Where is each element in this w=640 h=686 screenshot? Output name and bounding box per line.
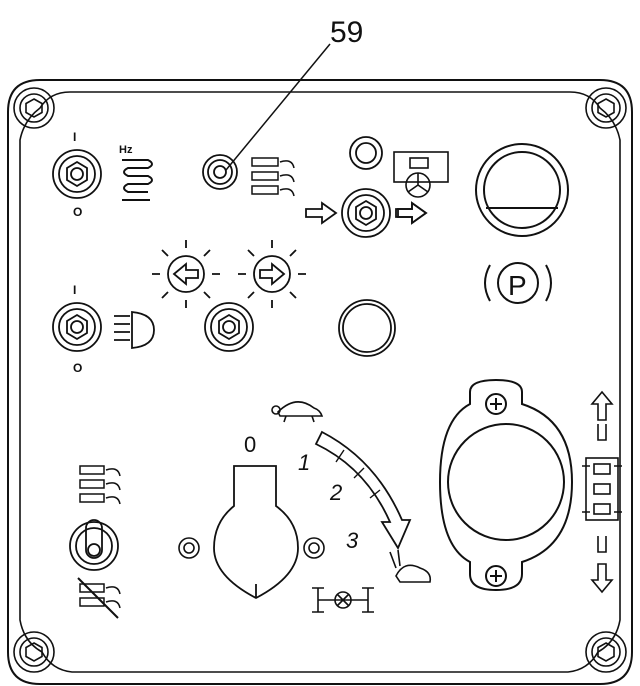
corner-screw-top-right	[585, 87, 627, 129]
speed-position-0: 0	[244, 432, 256, 457]
speed-range-divisions	[335, 449, 381, 499]
steering-selector-switch[interactable]	[341, 188, 391, 238]
parking-brake-lamp	[475, 143, 569, 237]
vibration-toggle-switch[interactable]	[52, 149, 102, 199]
sprinkler-on-icon	[79, 465, 121, 505]
lights-off-label: O	[73, 361, 82, 375]
hazard-switch[interactable]	[204, 302, 254, 352]
speed-position-1: 1	[298, 450, 310, 475]
corner-screw-bottom-right	[585, 631, 627, 673]
speed-position-3: 3	[346, 528, 359, 553]
switch-on-label: I	[73, 130, 76, 144]
socket-housing	[438, 378, 574, 592]
raise-lower-indicator	[582, 390, 622, 594]
lights-toggle-switch[interactable]	[52, 302, 102, 352]
callout-number: 59	[330, 16, 363, 49]
steering-left-arrow-icon	[305, 201, 338, 225]
slow-speed-turtle-icon	[271, 401, 324, 423]
indicator-lamp-59	[202, 154, 238, 190]
panel-frame	[7, 79, 633, 685]
lights-on-label: I	[73, 283, 76, 297]
vibration-wave-icon	[122, 159, 153, 201]
fast-speed-rabbit-icon	[389, 549, 432, 583]
callout-leader-line	[225, 43, 331, 171]
corner-screw-bottom-left	[13, 631, 55, 673]
knob-left-mount	[178, 537, 200, 559]
parking-brake-label: P	[508, 270, 527, 301]
switch-off-label: O	[73, 205, 82, 219]
steering-indicator-lamp	[349, 136, 383, 170]
turn-left-indicator	[152, 240, 220, 308]
speed-range-arrow	[314, 430, 412, 550]
speed-rotary-knob[interactable]	[213, 465, 299, 600]
frequency-label: Hz	[119, 144, 133, 156]
blank-indicator-lamp	[338, 299, 396, 357]
steering-right-arrow-icon	[395, 201, 428, 225]
corner-screw-top-left	[13, 87, 55, 129]
steering-wheel-icon	[393, 151, 449, 198]
knob-right-mount	[303, 537, 325, 559]
sprinkler-icon	[251, 157, 295, 197]
steering-right-arrow-outline	[397, 201, 428, 225]
speed-position-2: 2	[329, 480, 342, 505]
parking-brake-icon	[484, 262, 552, 304]
drive-axle-icon	[312, 587, 374, 613]
turn-right-indicator	[238, 240, 306, 308]
sprinkler-toggle-switch[interactable]	[69, 519, 119, 571]
sprinkler-off-icon	[77, 577, 121, 619]
light-beam-icon	[114, 311, 155, 349]
